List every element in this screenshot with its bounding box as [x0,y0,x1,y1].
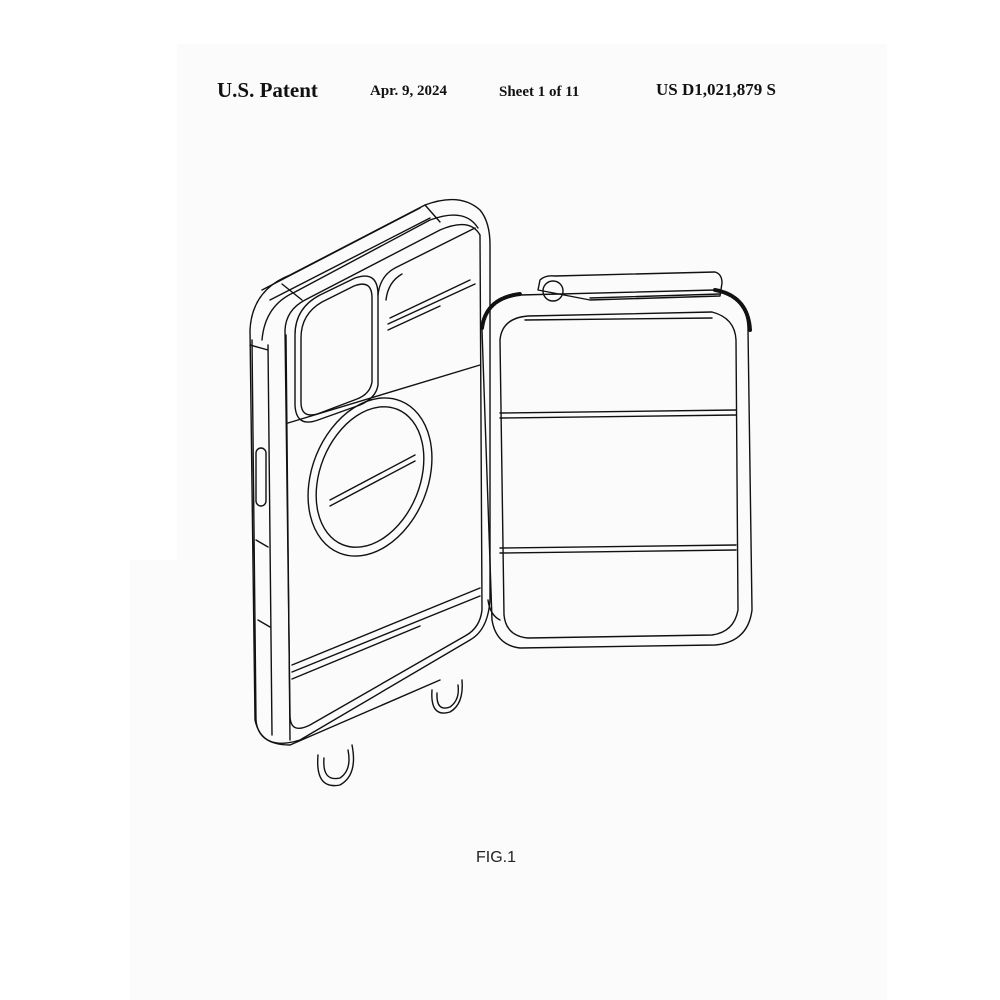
phone-case-drawing [249,198,491,787]
sheet-number: Sheet 1 of 11 [499,84,580,100]
wallet-pouch-drawing [480,271,753,649]
patent-date: Apr. 9, 2024 [370,83,447,99]
figure-label: FIG.1 [476,849,517,866]
paper-sheet-top [177,44,887,574]
patent-header: U.S. Patent Apr. 9, 2024 Sheet 1 of 11 U… [0,78,1000,108]
paper-sheet-bottom [130,560,887,1000]
patent-title: U.S. Patent [217,78,318,102]
patent-number: US D1,021,879 S [656,80,776,99]
